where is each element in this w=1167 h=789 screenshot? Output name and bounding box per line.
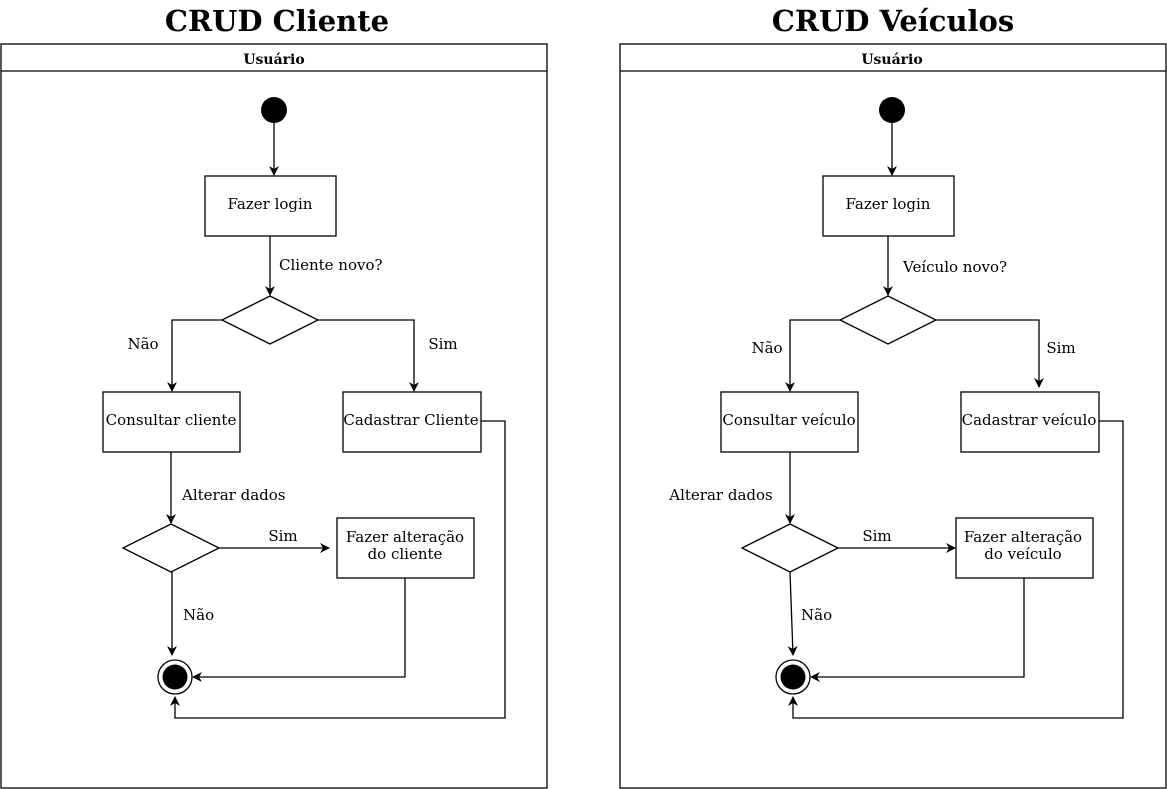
branch-no-label: Não <box>751 339 782 357</box>
decision-new-record <box>220 295 320 345</box>
action-alter-label-line2: do cliente <box>368 545 443 563</box>
alter-no-label: Não <box>801 606 832 624</box>
decision1-guard-label: Cliente novo? <box>279 256 383 274</box>
decision2-guard-label: Alterar dados <box>181 486 285 504</box>
action-consult-label: Consultar veículo <box>722 411 855 429</box>
edge-decision1-no <box>167 319 222 392</box>
action-alter-label-line1: Fazer alteração <box>346 528 464 546</box>
decision2-guard-label: Alterar dados <box>668 486 772 504</box>
action-register <box>960 391 1100 453</box>
action-consult-label: Consultar cliente <box>106 411 237 429</box>
action-register <box>342 391 482 453</box>
action-login <box>822 175 955 237</box>
edge-decision1-no <box>785 319 840 392</box>
alter-yes-label: Sim <box>268 527 297 545</box>
start-node <box>879 97 905 123</box>
swimlane-title: Usuário <box>861 52 922 68</box>
end-node <box>157 659 193 695</box>
branch-yes-label: Sim <box>1046 339 1075 357</box>
alter-no-label: Não <box>183 606 214 624</box>
action-alter <box>336 517 475 579</box>
end-node <box>775 659 811 695</box>
action-register-label: Cadastrar veículo <box>962 411 1097 429</box>
edge-alter-to-end <box>810 578 1025 682</box>
decision-new-record <box>838 295 938 345</box>
alter-yes-label: Sim <box>862 527 891 545</box>
decision1-guard-label: Veículo novo? <box>902 258 1007 276</box>
action-login-label: Fazer login <box>228 195 313 213</box>
edge-decision1-yes <box>936 319 1044 388</box>
edge-register-to-end <box>170 420 506 719</box>
branch-yes-label: Sim <box>428 335 457 353</box>
action-login <box>204 175 337 237</box>
edge-alter-to-end <box>192 578 406 682</box>
edge-decision2-no <box>787 571 798 656</box>
action-alter <box>955 517 1094 579</box>
action-consult <box>102 391 241 453</box>
action-login-label: Fazer login <box>846 195 931 213</box>
edge-decision1-yes <box>318 319 419 392</box>
diagram-title: CRUD Veículos <box>772 4 1014 38</box>
swimlane-title: Usuário <box>243 52 304 68</box>
start-node <box>261 97 287 123</box>
action-consult <box>720 391 859 453</box>
decision-alter-data <box>121 523 221 573</box>
diagram-crud-cliente: CRUD Cliente Usuário Fazer login Cliente… <box>0 4 548 789</box>
action-alter-label-line1: Fazer alteração <box>964 528 1082 546</box>
branch-no-label: Não <box>127 335 158 353</box>
edge-register-to-end <box>788 420 1124 719</box>
action-alter-label-line2: do veículo <box>984 545 1061 563</box>
diagram-title: CRUD Cliente <box>165 4 389 38</box>
action-register-label: Cadastrar Cliente <box>343 411 478 429</box>
diagram-crud-veiculos: CRUD Veículos Usuário Fazer login Veícul… <box>619 4 1167 789</box>
